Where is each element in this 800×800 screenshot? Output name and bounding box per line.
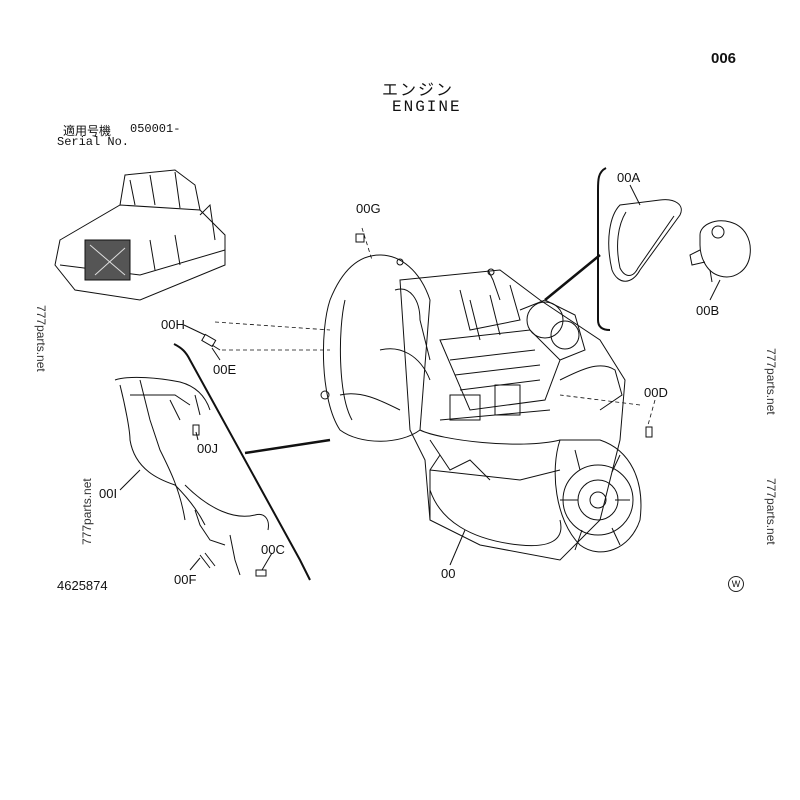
circled-w-mark: W xyxy=(728,576,744,592)
part-00g-fitting xyxy=(355,233,365,243)
callout-00f: 00F xyxy=(174,572,197,587)
part-00h-sensor xyxy=(201,333,217,348)
title-english: ENGINE xyxy=(392,98,462,116)
alternator-part-00b xyxy=(689,220,751,283)
wiring-harness-part-00i xyxy=(114,376,269,576)
drawing-number: 4625874 xyxy=(57,578,108,593)
title-japanese: エンジン xyxy=(382,82,455,99)
belt-part-00a xyxy=(608,199,682,282)
watermark-text: 777parts.net xyxy=(764,478,778,545)
watermark-text: 777parts.net xyxy=(764,348,778,415)
callout-00i: 00I xyxy=(99,486,118,501)
serial-value: 050001- xyxy=(130,122,181,136)
callout-00: 00 xyxy=(441,566,456,581)
callout-00h: 00H xyxy=(161,317,185,332)
callout-00a: 00A xyxy=(617,170,641,185)
part-00c-connector xyxy=(255,569,267,577)
watermark-text: 777parts.net xyxy=(34,305,48,372)
callout-00e: 00E xyxy=(213,362,237,377)
page-number: 006 xyxy=(711,50,737,67)
watermark-text: 777parts.net xyxy=(80,478,94,545)
serial-label-english: Serial No. xyxy=(57,135,130,149)
part-00j-clip xyxy=(192,424,200,436)
callout-00d: 00D xyxy=(644,385,668,400)
serial-label-japanese: 適用号機 xyxy=(63,125,112,139)
excavator-thumbnail xyxy=(54,169,226,301)
callout-00b: 00B xyxy=(696,303,720,318)
callout-00g: 00G xyxy=(356,201,381,216)
engine-body xyxy=(320,254,642,561)
part-00d-plug xyxy=(645,426,653,438)
callout-00c: 00C xyxy=(261,542,285,557)
callout-00j: 00J xyxy=(197,441,218,456)
